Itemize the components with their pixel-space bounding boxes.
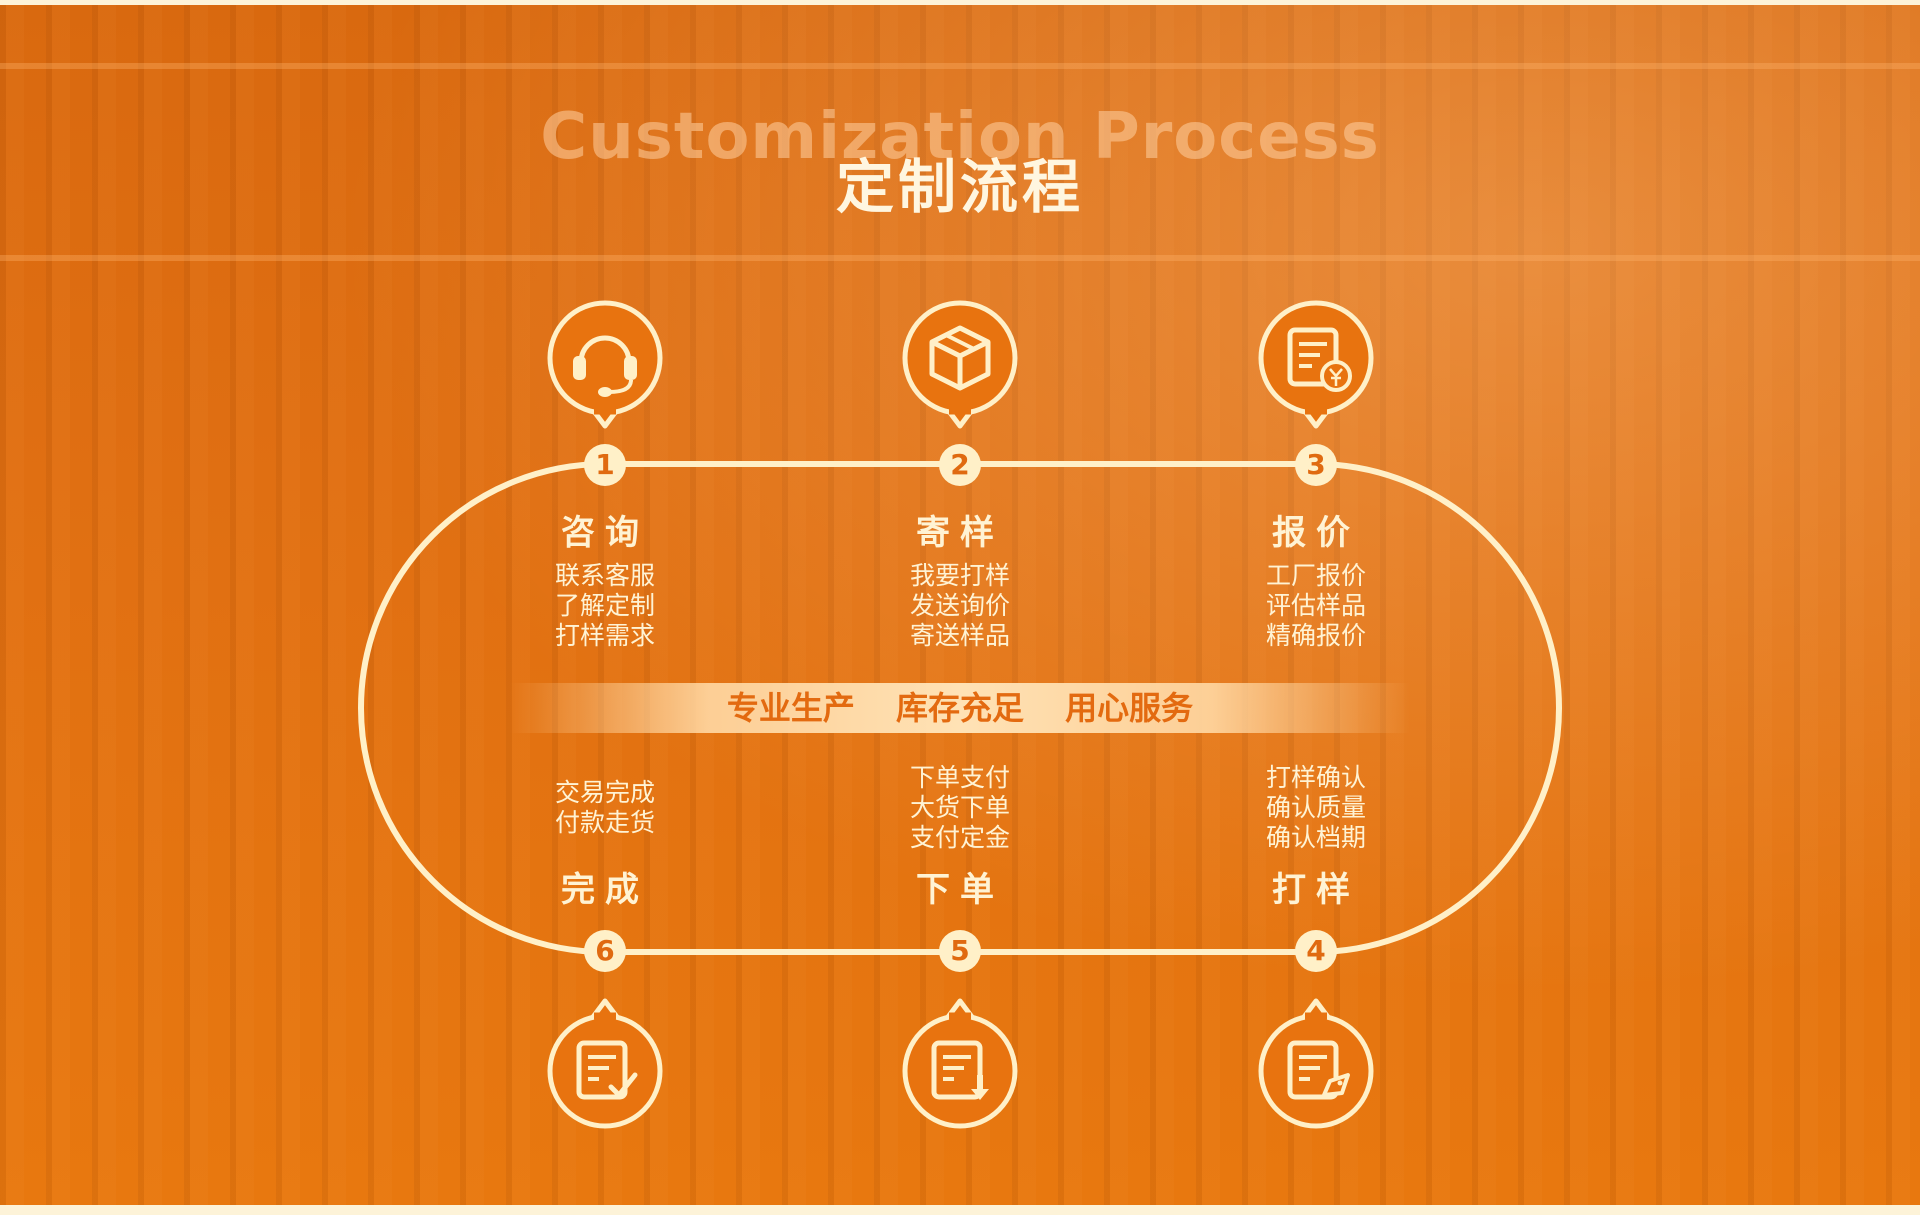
desc-line: 精确报价 (1265, 621, 1366, 650)
box-icon (902, 300, 1018, 429)
step-number-1: 1 (584, 444, 626, 486)
step-number-4: 4 (1295, 930, 1337, 972)
step-title-complete: 完成 (561, 870, 649, 910)
desc-line: 大货下单 (909, 793, 1010, 822)
order-download-icon (902, 998, 1018, 1129)
step-title-quote: 报价 (1272, 513, 1360, 553)
step-desc-quote: 工厂报价 评估样品 精确报价 (1186, 561, 1446, 651)
desc-line: 打样需求 (554, 621, 655, 650)
headset-icon (547, 300, 663, 429)
process-banner: Customization Process 定制流程 专业生产 库存充足 用心服… (0, 5, 1920, 1205)
step-desc-consult: 联系客服 了解定制 打样需求 (475, 561, 735, 651)
quote-document-icon (1258, 300, 1374, 429)
step-title-consult: 咨询 (561, 513, 649, 553)
slogan-3: 用心服务 (1065, 689, 1194, 727)
step-desc-order: 下单支付 大货下单 支付定金 (830, 763, 1090, 853)
checked-document-icon (547, 998, 663, 1129)
sample-document-icon (1258, 998, 1374, 1129)
desc-line: 我要打样 (909, 561, 1010, 590)
desc-line: 发送询价 (909, 591, 1010, 620)
rack-decoration (0, 255, 1920, 261)
desc-line: 付款走货 (554, 808, 655, 837)
desc-line: 支付定金 (909, 823, 1010, 852)
desc-line: 评估样品 (1265, 591, 1366, 620)
step-desc-complete: 交易完成 付款走货 (475, 778, 735, 838)
step-title-order: 下单 (916, 870, 1004, 910)
desc-line: 确认档期 (1265, 823, 1366, 852)
slogan-2: 库存充足 (895, 689, 1024, 727)
step-number-3: 3 (1295, 444, 1337, 486)
step-desc-sampling: 打样确认 确认质量 确认档期 (1186, 763, 1446, 853)
step-number-6: 6 (584, 930, 626, 972)
desc-line: 下单支付 (909, 763, 1010, 792)
title-chinese: 定制流程 (835, 153, 1084, 221)
step-title-send-sample: 寄样 (916, 513, 1004, 553)
desc-line: 交易完成 (554, 778, 655, 807)
step-number-5: 5 (939, 930, 981, 972)
step-desc-send-sample: 我要打样 发送询价 寄送样品 (830, 561, 1090, 651)
slogan-banner: 专业生产 库存充足 用心服务 (510, 683, 1410, 733)
rack-decoration (0, 63, 1920, 69)
desc-line: 打样确认 (1265, 763, 1366, 792)
desc-line: 寄送样品 (909, 621, 1010, 650)
title-english: Customization Process (540, 100, 1380, 174)
desc-line: 了解定制 (554, 591, 655, 620)
slogan-1: 专业生产 (726, 689, 855, 727)
desc-line: 确认质量 (1265, 793, 1366, 822)
step-number-2: 2 (939, 444, 981, 486)
step-title-sampling: 打样 (1272, 870, 1360, 910)
desc-line: 联系客服 (554, 561, 655, 590)
desc-line: 工厂报价 (1265, 561, 1366, 590)
